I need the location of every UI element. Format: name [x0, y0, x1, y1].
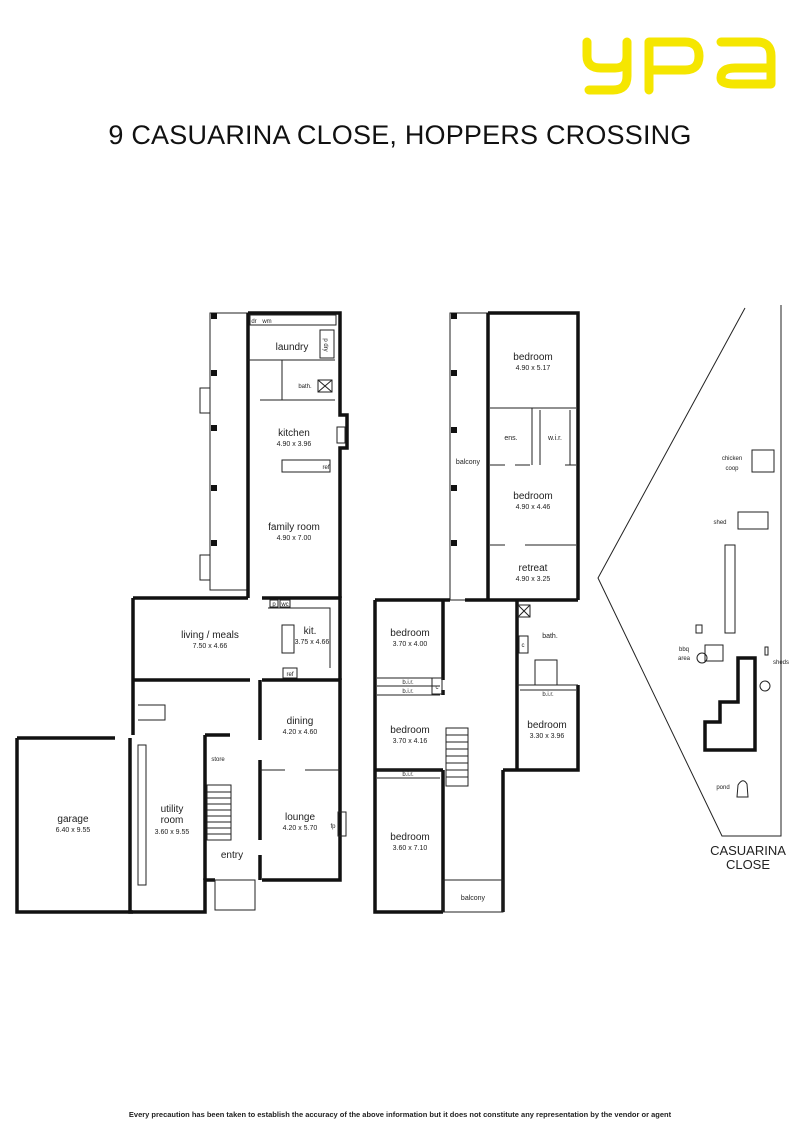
room-bedroom-5: bedroom [527, 720, 566, 731]
room-store: store [211, 757, 225, 763]
fixture-fridge-2: ref [286, 672, 293, 678]
room-bedroom-2-dims: 4.90 x 4.46 [516, 504, 551, 511]
label-coop: coop [725, 466, 739, 472]
room-family: family room [268, 522, 320, 533]
fixture-bir-1: b.i.r. [402, 680, 414, 686]
street-name-line1: CASUARINA [710, 843, 786, 858]
fixture-p-dry: p dry [322, 338, 328, 351]
room-garage: garage [57, 814, 89, 825]
room-kit-dims: 3.75 x 4.66 [295, 639, 330, 646]
room-bedroom-6-dims: 3.60 x 7.10 [393, 845, 428, 852]
veranda [209, 312, 249, 591]
room-wir: w.i.r. [547, 435, 562, 442]
room-utility-dims: 3.60 x 9.55 [155, 829, 190, 836]
room-utility-line2: room [161, 815, 184, 826]
room-bath-upper: bath. [542, 633, 558, 640]
site-plan: chicken coop shed bbq area sheds pond CA… [597, 305, 789, 872]
ypa-logo [582, 37, 776, 95]
room-retreat-dims: 4.90 x 3.25 [516, 576, 551, 583]
garden-bed [724, 544, 736, 634]
room-bedroom-6: bedroom [390, 832, 429, 843]
fixture-wc: wc [280, 602, 288, 608]
room-living-meals-dims: 7.50 x 4.66 [193, 643, 228, 650]
room-bedroom-3: bedroom [390, 628, 429, 639]
room-lounge: lounge [285, 812, 315, 823]
room-bedroom-3-dims: 3.70 x 4.00 [393, 641, 428, 648]
room-laundry: laundry [276, 342, 309, 353]
fixture-bir-2: b.i.r. [402, 689, 414, 695]
room-dining-dims: 4.20 x 4.60 [283, 729, 318, 736]
room-living-meals: living / meals [181, 630, 239, 641]
label-chicken: chicken [722, 456, 742, 462]
fixture-fireplace: fp [330, 824, 336, 830]
room-kitchen: kitchen [278, 428, 310, 439]
property-address-title: 9 CASUARINA CLOSE, HOPPERS CROSSING [108, 120, 692, 150]
bbq-area [704, 644, 724, 662]
first-floor-plan: bedroom 4.90 x 5.17 ens. w.i.r. balcony … [373, 311, 580, 914]
disclaimer: Every precaution has been taken to estab… [128, 1110, 672, 1119]
label-area: area [678, 656, 691, 662]
room-utility-line1: utility [161, 804, 184, 815]
room-kit: kit. [304, 626, 317, 637]
room-balcony-1: balcony [456, 459, 481, 466]
room-bedroom-2: bedroom [513, 491, 552, 502]
fixture-washing-machine: wm [261, 319, 271, 325]
room-retreat: retreat [519, 563, 548, 574]
ground-floor-plan: dr wm laundry p dry bath. kitchen 4.90 x… [15, 311, 349, 914]
room-balcony-2: balcony [461, 895, 486, 902]
fixture-cupboard-1: c [436, 685, 439, 691]
balcony-strip [449, 312, 489, 601]
street-name-line2: CLOSE [726, 857, 770, 872]
room-bedroom-1-dims: 4.90 x 5.17 [516, 365, 551, 372]
room-family-dims: 4.90 x 7.00 [277, 535, 312, 542]
room-bedroom-4: bedroom [390, 725, 429, 736]
room-bedroom-5-dims: 3.30 x 3.96 [530, 733, 565, 740]
room-garage-dims: 6.40 x 9.55 [56, 827, 91, 834]
room-dining: dining [287, 716, 314, 727]
label-bbq: bbq [679, 647, 689, 653]
fixture-dryer: dr [251, 319, 256, 325]
room-lounge-dims: 4.20 x 5.70 [283, 825, 318, 832]
label-shed: shed [713, 520, 726, 526]
room-bedroom-1: bedroom [513, 352, 552, 363]
fixture-fridge: ref [322, 465, 329, 471]
shed [737, 511, 769, 530]
chicken-coop [751, 449, 775, 473]
fixture-pantry: p [272, 602, 276, 608]
label-pond: pond [716, 785, 729, 791]
fixture-cupboard-2: c [522, 643, 525, 649]
fixture-bir-4: b.i.r. [402, 772, 414, 778]
house-footprint [703, 656, 757, 752]
room-bath: bath. [298, 384, 312, 390]
pond [736, 780, 749, 798]
room-kitchen-dims: 4.90 x 3.96 [277, 441, 312, 448]
room-entry: entry [221, 850, 243, 861]
room-ensuite: ens. [504, 435, 517, 442]
label-sheds: sheds [773, 660, 789, 666]
fixture-bir-3: b.i.r. [542, 692, 554, 698]
room-bedroom-4-dims: 3.70 x 4.16 [393, 738, 428, 745]
